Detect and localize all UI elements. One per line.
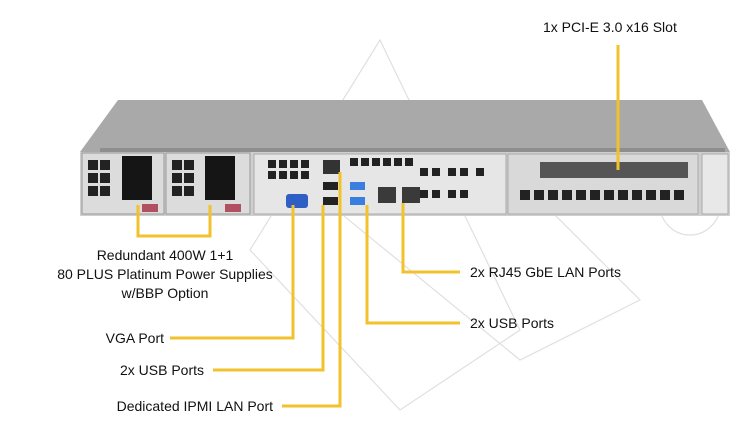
- vga-port: [286, 194, 308, 208]
- watermark: [249, 38, 721, 411]
- ipmi-lan-port: [323, 160, 340, 174]
- label-psu-line-1: Redundant 400W 1+1: [96, 247, 234, 263]
- lan-port: [378, 187, 396, 203]
- callout-line-ipmi: [282, 172, 342, 408]
- callout-line-vga: [170, 205, 295, 340]
- lan-port: [402, 187, 420, 203]
- power-inlet: [122, 156, 152, 200]
- label-vga-port: VGA Port: [105, 330, 164, 346]
- label-psu-line-2: 80 PLUS Platinum Power Supplies: [57, 266, 273, 282]
- usb-port: [323, 182, 338, 190]
- power-supply-2: [165, 152, 251, 215]
- label-rj45-lan-ports: 2x RJ45 GbE LAN Ports: [470, 264, 621, 280]
- power-inlet: [205, 156, 235, 200]
- pcie-slot-bracket: [540, 162, 688, 178]
- usb-port: [323, 197, 338, 205]
- label-power-supplies: Redundant 400W 1+1 80 PLUS Platinum Powe…: [20, 247, 310, 302]
- label-usb-ports-left: 2x USB Ports: [119, 362, 204, 378]
- callout-line-psu: [136, 205, 212, 238]
- usb3-port: [350, 182, 365, 190]
- callout-line-lan: [401, 203, 460, 274]
- label-pcie-slot: 1x PCI-E 3.0 x16 Slot: [543, 19, 677, 35]
- power-supply-1: [81, 152, 165, 215]
- callout-lines: [136, 45, 620, 408]
- label-usb-ports-right: 2x USB Ports: [470, 315, 555, 331]
- vent-holes: [268, 158, 484, 198]
- label-ipmi-lan-port: Dedicated IPMI LAN Port: [116, 398, 273, 414]
- chassis-top: [80, 100, 730, 152]
- usb3-port: [350, 197, 365, 205]
- callout-line-usb-left: [213, 205, 325, 372]
- label-psu-line-3: w/BBP Option: [121, 285, 209, 301]
- callout-line-usb-right: [365, 205, 460, 325]
